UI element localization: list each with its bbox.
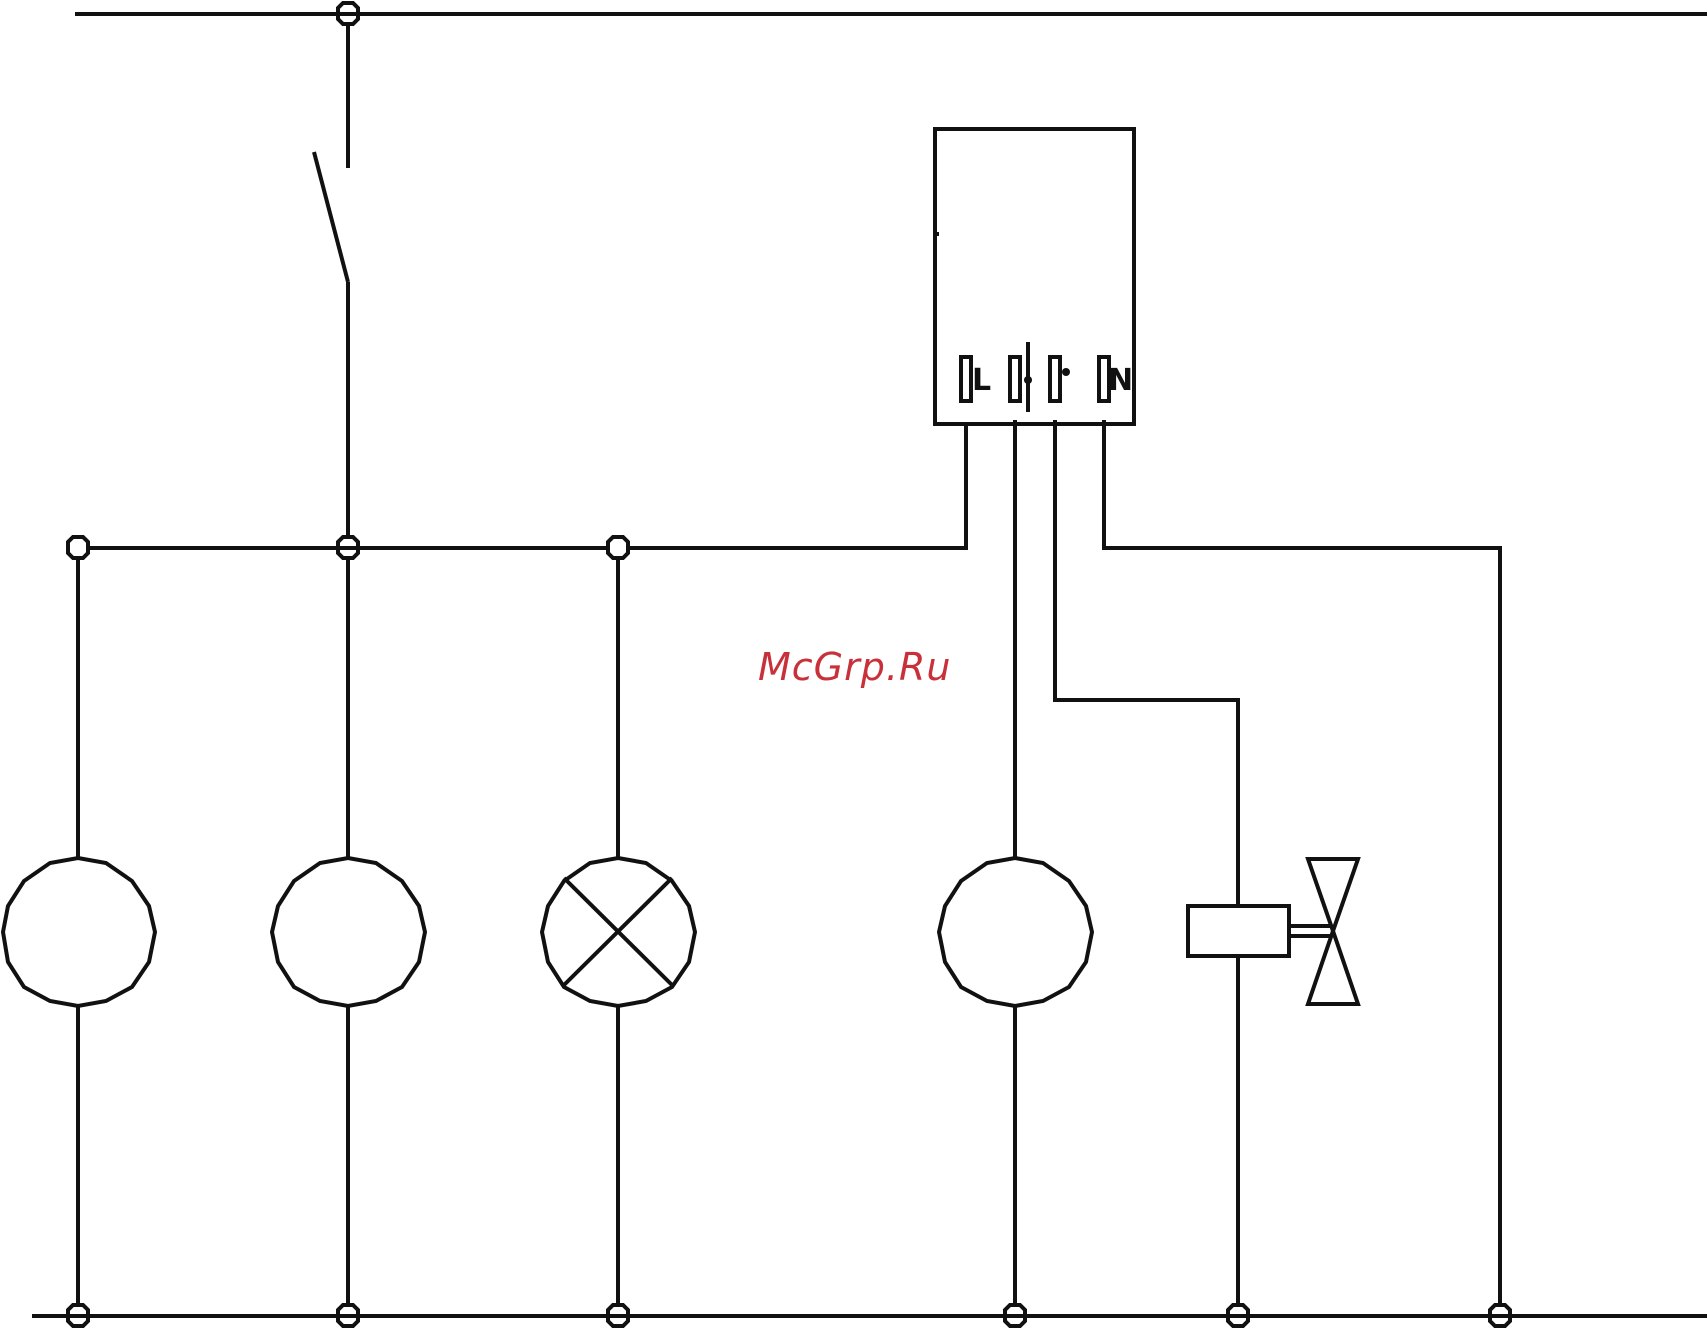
terminal-1 bbox=[961, 357, 971, 401]
switch-blade bbox=[314, 152, 348, 282]
node-mid-3 bbox=[608, 537, 628, 558]
valve-coil bbox=[1188, 906, 1289, 956]
terminal-2-dot bbox=[1024, 376, 1032, 384]
load-2-symbol bbox=[272, 858, 425, 1006]
terminal-4-label: N bbox=[1108, 363, 1133, 398]
valve-icon bbox=[1308, 859, 1358, 931]
terminal-3 bbox=[1050, 357, 1060, 401]
watermark-text: McGrp.Ru bbox=[758, 645, 951, 689]
node-mid-1 bbox=[68, 537, 88, 558]
terminal-3-wire bbox=[1055, 420, 1238, 906]
terminal-1-label: L bbox=[972, 363, 991, 398]
load-1-symbol bbox=[3, 858, 155, 1006]
switched-bus-wire bbox=[78, 420, 966, 548]
load-4-symbol bbox=[939, 858, 1092, 1006]
terminal-3-dot bbox=[1062, 368, 1070, 376]
terminal-2 bbox=[1010, 357, 1020, 401]
neutral-wire bbox=[1104, 420, 1500, 1316]
valve-lower-icon bbox=[1308, 931, 1358, 1004]
